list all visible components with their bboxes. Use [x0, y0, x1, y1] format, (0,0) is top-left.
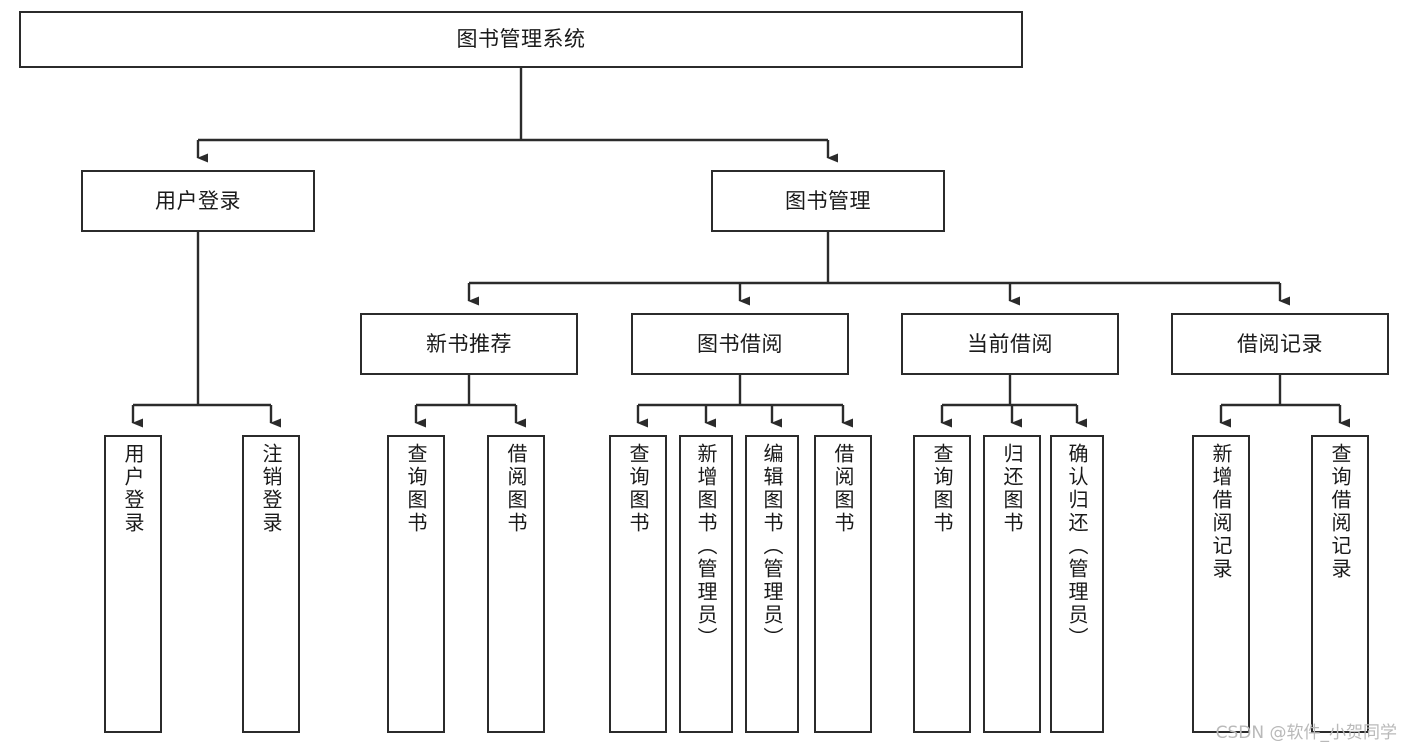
node-current-borrow[interactable]: 当前借阅	[901, 313, 1119, 375]
node-user-login[interactable]: 用户登录	[81, 170, 315, 232]
node-label: 注销登录	[259, 443, 283, 535]
node-label: 用户登录	[121, 443, 145, 535]
node-label: 查询图书	[404, 443, 428, 535]
node-borrow-records[interactable]: 借阅记录	[1171, 313, 1389, 375]
node-label: 归还图书	[1000, 443, 1024, 535]
node-label: 用户登录	[155, 188, 241, 213]
node-label: 图书管理	[785, 188, 871, 213]
node-label: 借阅记录	[1237, 331, 1323, 356]
node-leaf-user-login[interactable]: 用户登录	[104, 435, 162, 733]
node-leaf-borrow-query-book[interactable]: 查询图书	[609, 435, 667, 733]
node-label: 图书借阅	[697, 331, 783, 356]
node-label: 查询借阅记录	[1328, 443, 1352, 581]
node-label: 查询图书	[930, 443, 954, 535]
node-book-management[interactable]: 图书管理	[711, 170, 945, 232]
node-label: 借阅图书	[831, 443, 855, 535]
node-leaf-records-query-record[interactable]: 查询借阅记录	[1311, 435, 1369, 733]
node-leaf-recommend-query-book[interactable]: 查询图书	[387, 435, 445, 733]
node-label: 新增借阅记录	[1209, 443, 1233, 581]
node-leaf-current-return-book[interactable]: 归还图书	[983, 435, 1041, 733]
node-root[interactable]: 图书管理系统	[19, 11, 1023, 68]
node-label: 新增图书（管理员）	[694, 443, 718, 650]
node-new-book-recommend[interactable]: 新书推荐	[360, 313, 578, 375]
node-label: 编辑图书（管理员）	[760, 443, 784, 650]
node-leaf-borrow-borrow-book[interactable]: 借阅图书	[814, 435, 872, 733]
node-label: 确认归还（管理员）	[1065, 443, 1089, 650]
node-label: 图书管理系统	[456, 27, 586, 52]
node-leaf-current-query-book[interactable]: 查询图书	[913, 435, 971, 733]
node-leaf-user-logout[interactable]: 注销登录	[242, 435, 300, 733]
node-leaf-current-confirm-return[interactable]: 确认归还（管理员）	[1050, 435, 1104, 733]
connector-lines	[131, 68, 1350, 428]
node-book-borrow[interactable]: 图书借阅	[631, 313, 849, 375]
node-label: 借阅图书	[504, 443, 528, 535]
node-leaf-recommend-borrow-book[interactable]: 借阅图书	[487, 435, 545, 733]
node-label: 查询图书	[626, 443, 650, 535]
node-leaf-borrow-add-book[interactable]: 新增图书（管理员）	[679, 435, 733, 733]
node-label: 新书推荐	[426, 331, 512, 356]
node-label: 当前借阅	[967, 331, 1053, 356]
node-leaf-records-add-record[interactable]: 新增借阅记录	[1192, 435, 1250, 733]
node-leaf-borrow-edit-book[interactable]: 编辑图书（管理员）	[745, 435, 799, 733]
watermark-label: CSDN @软件_小贺同学	[1215, 723, 1397, 743]
